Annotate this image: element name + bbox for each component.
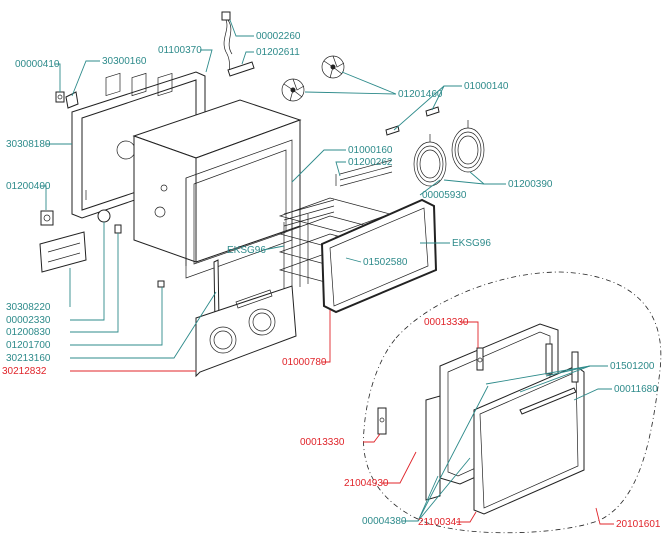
bracket-pair	[385, 106, 440, 136]
label-00002330: 00002330	[6, 315, 51, 326]
line-art	[39, 11, 662, 534]
oven-cavity	[132, 99, 302, 279]
door-seal	[320, 198, 438, 314]
switch-part	[97, 209, 122, 234]
label-01200400: 01200400	[6, 181, 51, 192]
ring-heating-elements	[413, 120, 485, 187]
rear-fan-panel	[195, 285, 297, 378]
label-30213160: 30213160	[6, 353, 51, 364]
label-01202611: 01202611	[256, 47, 300, 58]
label-01000780: 01000780	[282, 357, 327, 368]
label-21004930: 21004930	[344, 478, 389, 489]
label-01501200: 01501200	[610, 361, 655, 372]
label-eksg96-left: EKSG96	[227, 245, 266, 256]
mounting-plate	[39, 231, 87, 273]
label-00013330-top: 00013330	[424, 317, 469, 328]
label-00004380: 00004380	[362, 516, 407, 527]
label-01100370: 01100370	[158, 45, 202, 56]
clamp-part	[40, 210, 54, 226]
label-eksg96-right: EKSG96	[452, 238, 491, 249]
small-connector	[157, 280, 165, 288]
hinge-top	[476, 347, 484, 371]
label-01502580: 01502580	[363, 257, 408, 268]
bracket-part	[65, 91, 79, 109]
label-30300160: 30300160	[102, 56, 147, 67]
door-assembly-outline	[363, 271, 662, 534]
label-01000140: 01000140	[464, 81, 509, 92]
label-30212832: 30212832	[2, 366, 47, 377]
label-01201460: 01201460	[398, 89, 443, 100]
part-labels: 00000410 30300160 01100370 00002260 0120…	[2, 31, 661, 530]
fan-part-left	[281, 78, 305, 102]
leader-lines	[40, 19, 614, 525]
label-00011680: 00011680	[614, 384, 658, 395]
label-00002260: 00002260	[256, 31, 301, 42]
label-01200262: 01200262	[348, 157, 393, 168]
clip-part	[55, 91, 65, 103]
label-20101601: 20101601	[616, 519, 661, 530]
label-00005930: 00005930	[422, 190, 467, 201]
label-01200390: 01200390	[508, 179, 553, 190]
label-01200830: 01200830	[6, 327, 51, 338]
label-00013330-left: 00013330	[300, 437, 345, 448]
thermostat-part	[227, 61, 255, 77]
label-00000410: 00000410	[15, 59, 60, 70]
fan-part-right	[321, 55, 345, 79]
door-outer-panel	[473, 343, 585, 515]
label-30308220: 30308220	[6, 302, 51, 313]
label-30308180: 30308180	[6, 139, 51, 150]
hinge-left	[377, 407, 387, 435]
label-21100341: 21100341	[418, 517, 462, 528]
label-01000160: 01000160	[348, 145, 393, 156]
label-01201700: 01201700	[6, 340, 51, 351]
